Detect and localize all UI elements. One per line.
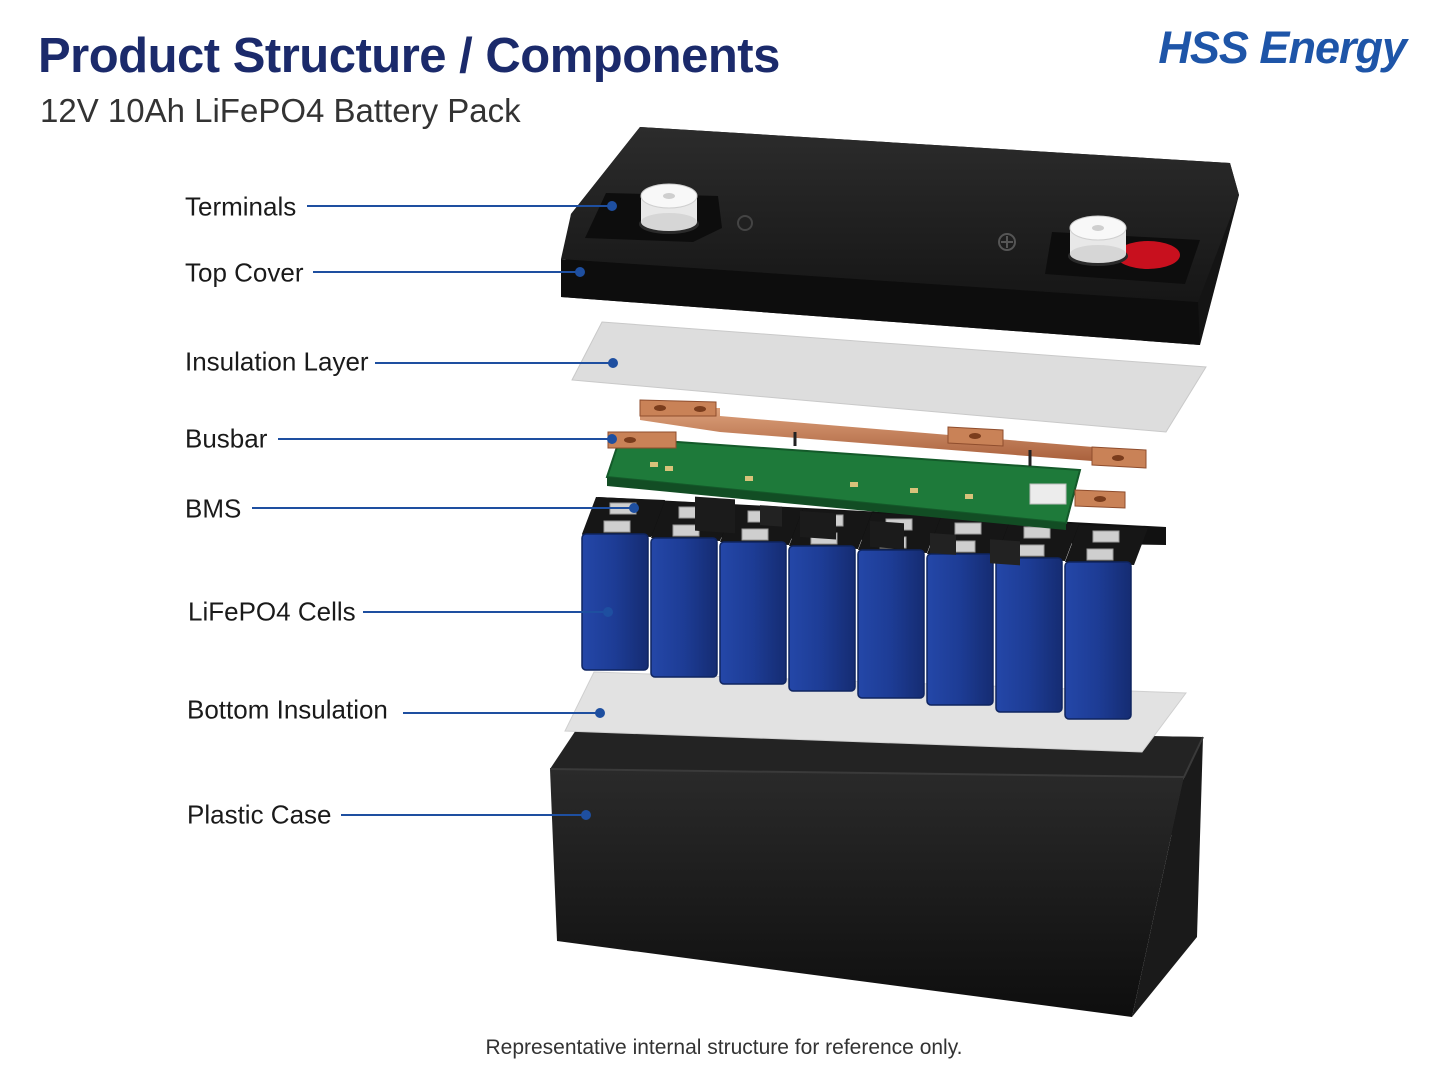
insulation-layer-sheet [571, 321, 1207, 433]
terminals [639, 183, 1128, 266]
bms-board [605, 436, 1082, 566]
label-insulation-layer: Insulation Layer [185, 346, 369, 377]
plastic-case [549, 727, 1204, 1017]
page-title: Product Structure / Components [38, 29, 780, 83]
lifepo4-cell [995, 521, 1079, 713]
brand-logo: HSS Energy [1158, 22, 1407, 73]
lifepo4-cell [1064, 525, 1148, 720]
page-subtitle: 12V 10Ah LiFePO4 Battery Pack [40, 92, 521, 129]
label-bottom-insulation: Bottom Insulation [187, 694, 388, 725]
label-top-cover: Top Cover [185, 257, 304, 288]
label-lifepo4-cells: LiFePO4 Cells [188, 596, 356, 627]
leader-lines [252, 201, 639, 820]
busbar [607, 399, 1147, 509]
label-bms: BMS [185, 493, 242, 524]
top-cover [561, 127, 1239, 345]
label-plastic-case: Plastic Case [187, 799, 332, 830]
lifepo4-cells [581, 497, 1166, 720]
label-busbar: Busbar [185, 423, 268, 454]
label-terminals: Terminals [185, 191, 297, 222]
footnote: Representative internal structure for re… [485, 1036, 963, 1059]
